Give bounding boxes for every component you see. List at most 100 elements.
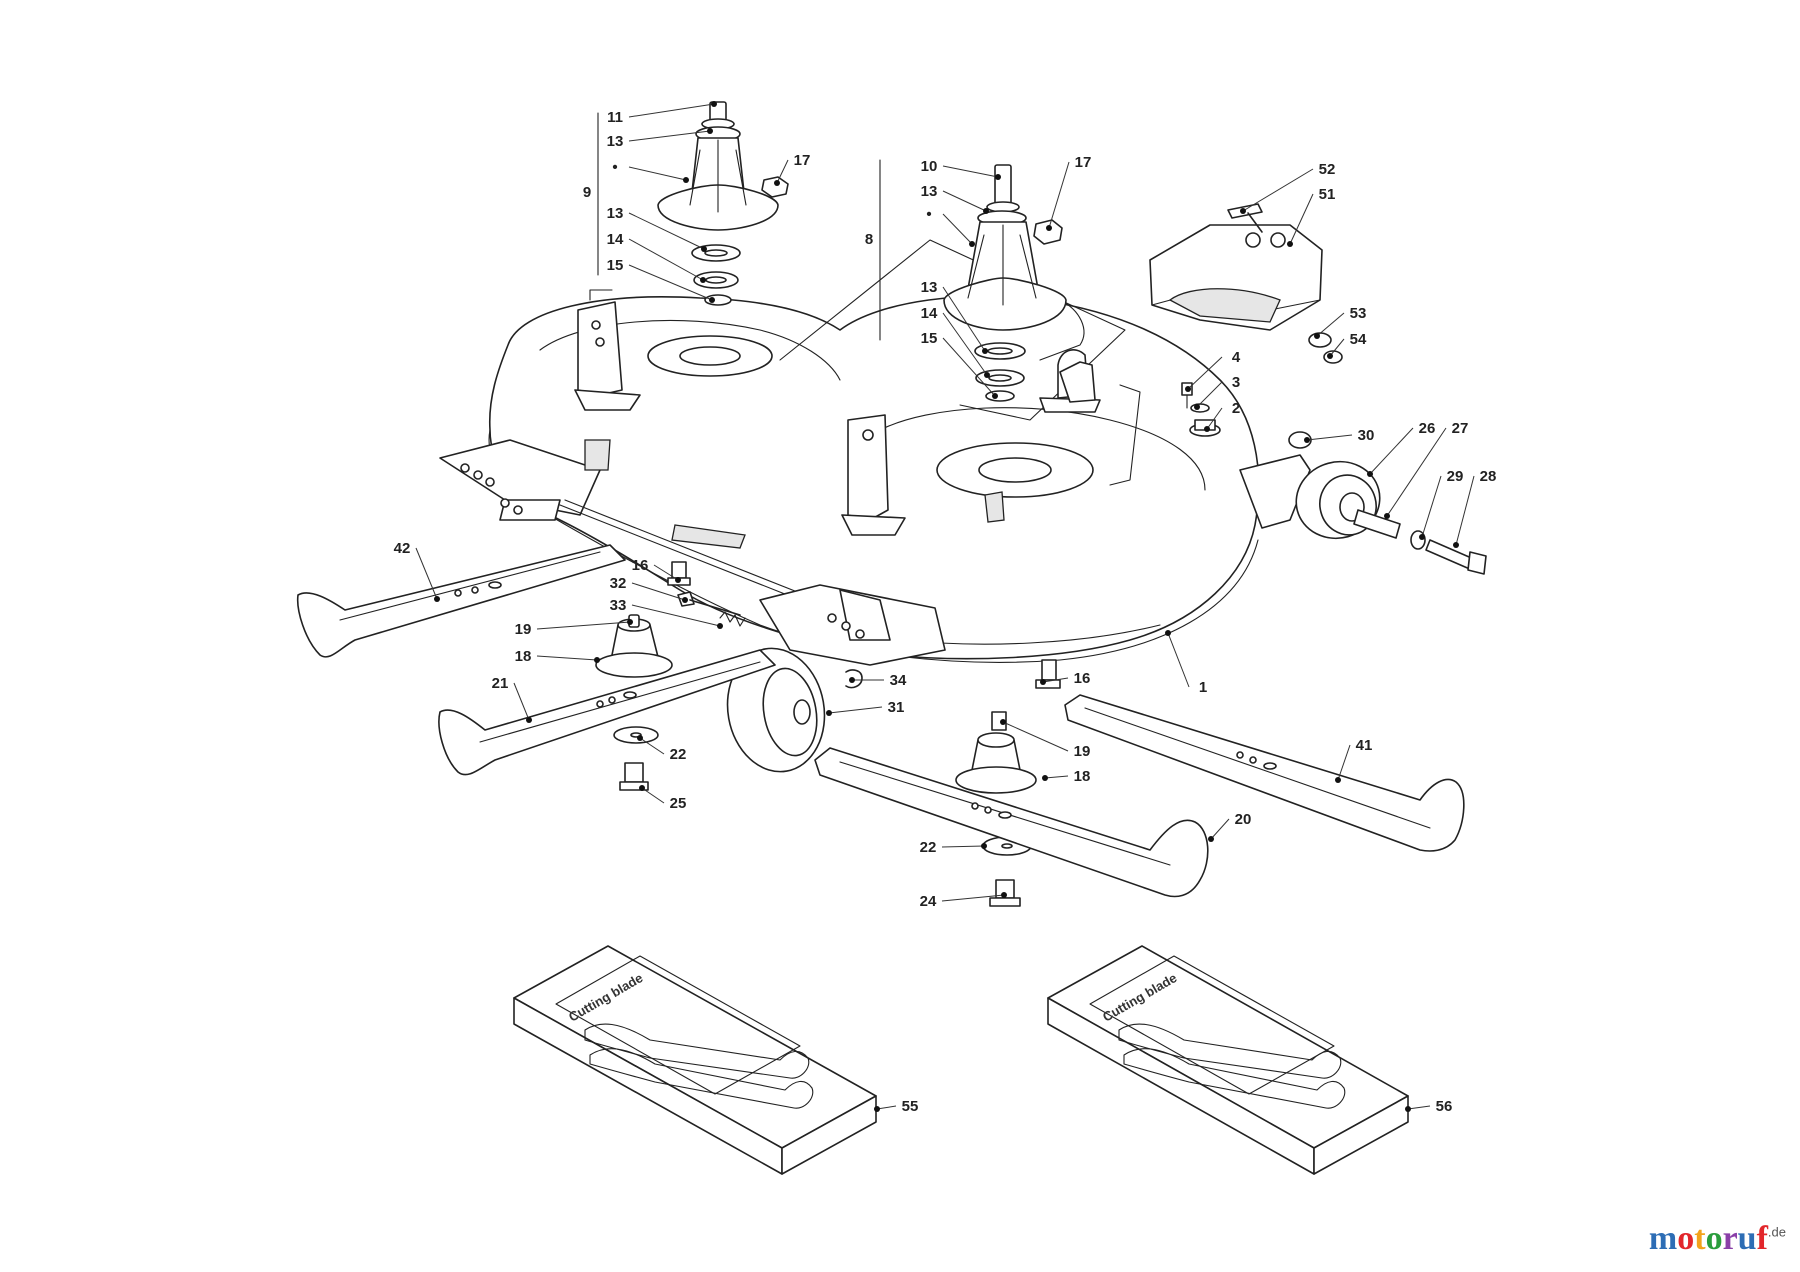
callout-27: 27 xyxy=(1384,420,1468,519)
callout-54: 54 xyxy=(1327,331,1367,359)
callout-number: 29 xyxy=(1447,468,1464,485)
blade-21 xyxy=(438,649,776,776)
leader-line xyxy=(1386,427,1447,517)
grass-deflector xyxy=(1149,203,1343,364)
front-wheel xyxy=(726,647,863,773)
callout-number: 17 xyxy=(1075,154,1092,171)
callout-number: 22 xyxy=(670,746,687,763)
leader-dot xyxy=(1040,679,1046,685)
leader-dot xyxy=(627,619,633,625)
small-parts-right xyxy=(1181,382,1312,449)
leader-dot xyxy=(995,174,1001,180)
callout-number: 26 xyxy=(1419,420,1436,437)
leader-dot xyxy=(1287,241,1293,247)
leader-dot xyxy=(983,208,989,214)
callout-number: 15 xyxy=(607,257,624,274)
callout-number: 56 xyxy=(1436,1098,1453,1115)
leader-line xyxy=(942,213,973,245)
callout-number: 16 xyxy=(1074,670,1091,687)
leader-dot xyxy=(594,657,600,663)
leader-line xyxy=(1306,434,1353,441)
callout-number: 14 xyxy=(607,231,624,248)
leader-dot xyxy=(1335,777,1341,783)
watermark-letter: r xyxy=(1722,1220,1738,1257)
callout-number: • xyxy=(926,206,931,223)
spindle-right xyxy=(879,159,1096,403)
callout-19b: 19 xyxy=(1000,719,1090,760)
callout-17b: 17 xyxy=(1046,154,1091,231)
callout-number: 8 xyxy=(865,231,873,248)
leader-dot xyxy=(1384,513,1390,519)
leader-dot xyxy=(709,297,715,303)
callout-34: 34 xyxy=(849,672,907,689)
leader-dot xyxy=(717,623,723,629)
watermark-logo: motoruf.de xyxy=(1649,1220,1786,1258)
callout-8: 8 xyxy=(865,231,873,248)
leader-dot xyxy=(774,180,780,186)
leader-line xyxy=(1044,775,1069,779)
leader-line xyxy=(628,130,711,142)
callout-31: 31 xyxy=(826,699,904,716)
leader-dot xyxy=(981,843,987,849)
callout-dot-b: • xyxy=(926,206,975,247)
callout-13b: 13 xyxy=(607,205,707,252)
callout-9: 9 xyxy=(583,184,591,201)
blade-package-55: Cutting blade xyxy=(513,945,877,1175)
callout-41: 41 xyxy=(1335,737,1372,783)
leader-line xyxy=(941,845,985,848)
callout-4: 4 xyxy=(1185,349,1241,392)
leader-dot xyxy=(707,128,713,134)
callout-number: 4 xyxy=(1232,349,1241,366)
leader-line xyxy=(1187,356,1223,390)
callout-number: 18 xyxy=(1074,768,1091,785)
watermark-suffix: .de xyxy=(1767,1224,1786,1240)
callout-number: 28 xyxy=(1480,468,1497,485)
callout-number: 54 xyxy=(1350,331,1367,348)
leader-line xyxy=(1337,744,1351,781)
callout-14b: 14 xyxy=(921,305,990,378)
leader-line xyxy=(415,547,438,600)
callout-number: 21 xyxy=(492,675,509,692)
leader-line xyxy=(628,238,704,281)
leader-line xyxy=(628,166,687,181)
blade-package-56: Cutting blade xyxy=(1047,945,1409,1175)
callout-22b: 22 xyxy=(920,839,987,856)
leader-dot xyxy=(1208,836,1214,842)
callout-number: 20 xyxy=(1235,811,1252,828)
leader-dot xyxy=(700,277,706,283)
callout-13a: 13 xyxy=(607,128,713,150)
callout-2: 2 xyxy=(1204,400,1240,432)
leader-dot xyxy=(1304,437,1310,443)
leader-line xyxy=(941,894,1005,902)
callout-number: 14 xyxy=(921,305,938,322)
callout-number: 24 xyxy=(920,893,937,910)
callout-16b: 16 xyxy=(1040,670,1090,687)
leader-dot xyxy=(1240,208,1246,214)
leader-line xyxy=(1407,1105,1431,1110)
leader-dot xyxy=(1001,892,1007,898)
leader-dot xyxy=(1204,426,1210,432)
rear-wheel-right xyxy=(1295,460,1487,575)
callout-number: 55 xyxy=(902,1098,919,1115)
callout-51: 51 xyxy=(1287,186,1335,247)
leader-dot xyxy=(1405,1106,1411,1112)
leader-line xyxy=(942,190,987,212)
leader-line xyxy=(1002,721,1069,752)
leader-line xyxy=(1206,407,1223,430)
leader-line xyxy=(1210,818,1230,840)
leader-line xyxy=(942,337,996,397)
leader-line xyxy=(1048,161,1070,229)
callout-number: 1 xyxy=(1199,679,1207,696)
leader-line xyxy=(1242,168,1314,212)
leader-line xyxy=(1421,475,1442,538)
callout-number: 53 xyxy=(1350,305,1367,322)
leader-line xyxy=(1369,427,1414,475)
leader-line xyxy=(628,103,715,118)
leader-line xyxy=(631,582,686,601)
leader-line xyxy=(876,1105,897,1110)
callout-16a: 16 xyxy=(632,557,681,583)
leader-dot xyxy=(1042,775,1048,781)
callout-20: 20 xyxy=(1208,811,1251,842)
callout-number: 41 xyxy=(1356,737,1373,754)
